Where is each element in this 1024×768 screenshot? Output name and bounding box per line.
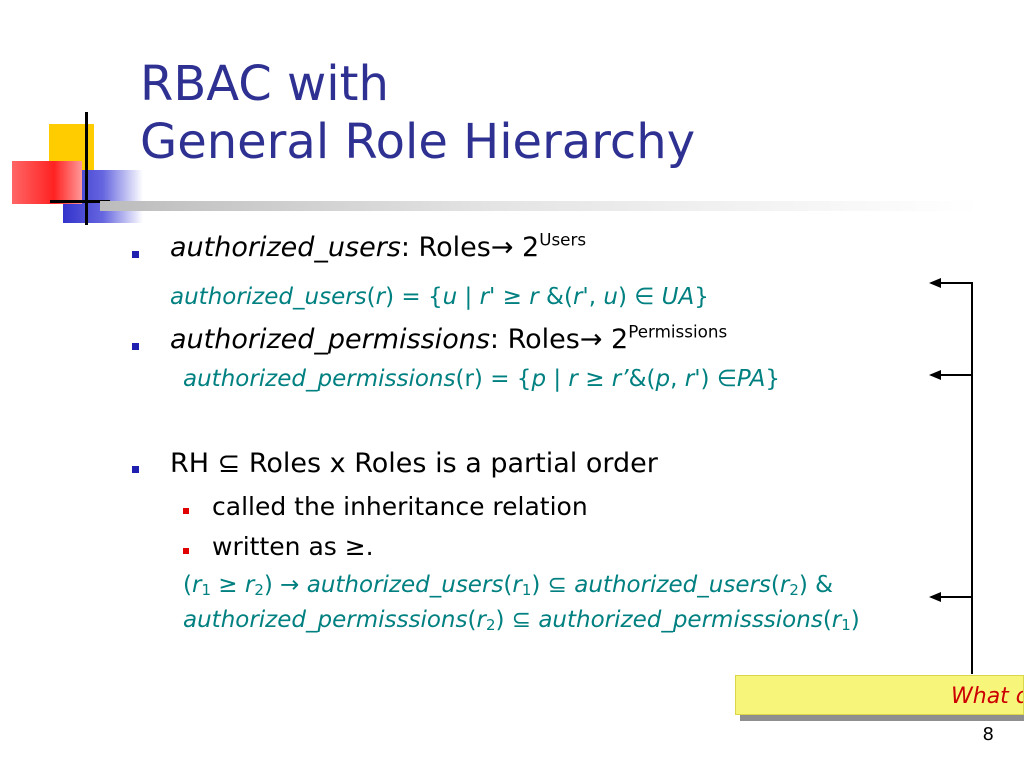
decor-vertical-line	[85, 112, 88, 225]
bracket-arm	[931, 282, 971, 284]
bullet-authorized-permissions: authorized_permissions: Roles→ 2Permissi…	[170, 321, 728, 355]
term-authorized-users: authorized_users	[170, 232, 401, 263]
page-number: 8	[982, 724, 994, 745]
formula-authorized-users: authorized_users(r) = {u | r' ≥ r &(r', …	[170, 284, 709, 310]
title-line-1: RBAC with	[140, 56, 389, 112]
arrow-left-icon	[929, 278, 941, 288]
arrow-left-icon	[929, 370, 941, 380]
bullet-role-hierarchy: RH ⊆ Roles x Roles is a partial order	[170, 448, 658, 479]
arrow-symbol: →	[579, 324, 603, 355]
bullet-marker	[132, 343, 139, 350]
sub-bullet-marker	[183, 548, 189, 554]
bullet-marker	[132, 251, 139, 258]
term-authorized-permissions: authorized_permissions	[170, 324, 490, 355]
formula-authorized-permissions: authorized_permissions(r) = {p | r ≥ r’&…	[183, 366, 780, 392]
bracket-line	[971, 282, 973, 674]
arrow-left-icon	[929, 592, 941, 602]
arrow-symbol: →	[490, 232, 514, 263]
slide-title: RBAC with General Role Hierarchy	[140, 55, 695, 171]
sub-bullet-inheritance: called the inheritance relation	[212, 492, 588, 521]
sub-bullet-marker	[183, 508, 189, 514]
formula-inheritance-users: (r1 ≥ r2) → authorized_users(r1) ⊆ autho…	[183, 572, 834, 599]
decor-red-square	[12, 161, 82, 204]
bullet-marker	[132, 466, 139, 473]
bracket-arm	[931, 596, 971, 598]
note-text: What d	[951, 684, 1024, 709]
title-line-2: General Role Hierarchy	[140, 114, 696, 170]
note-box: What d	[735, 675, 1024, 715]
formula-inheritance-permissions: authorized_permisssions(r2) ⊆ authorized…	[183, 607, 860, 634]
decor-horizontal-line	[50, 200, 110, 203]
sub-bullet-written-as: written as ≥.	[212, 532, 374, 561]
title-underline	[100, 201, 980, 211]
bullet-authorized-users: authorized_users: Roles→ 2Users	[170, 229, 587, 263]
bracket-arm	[931, 374, 971, 376]
